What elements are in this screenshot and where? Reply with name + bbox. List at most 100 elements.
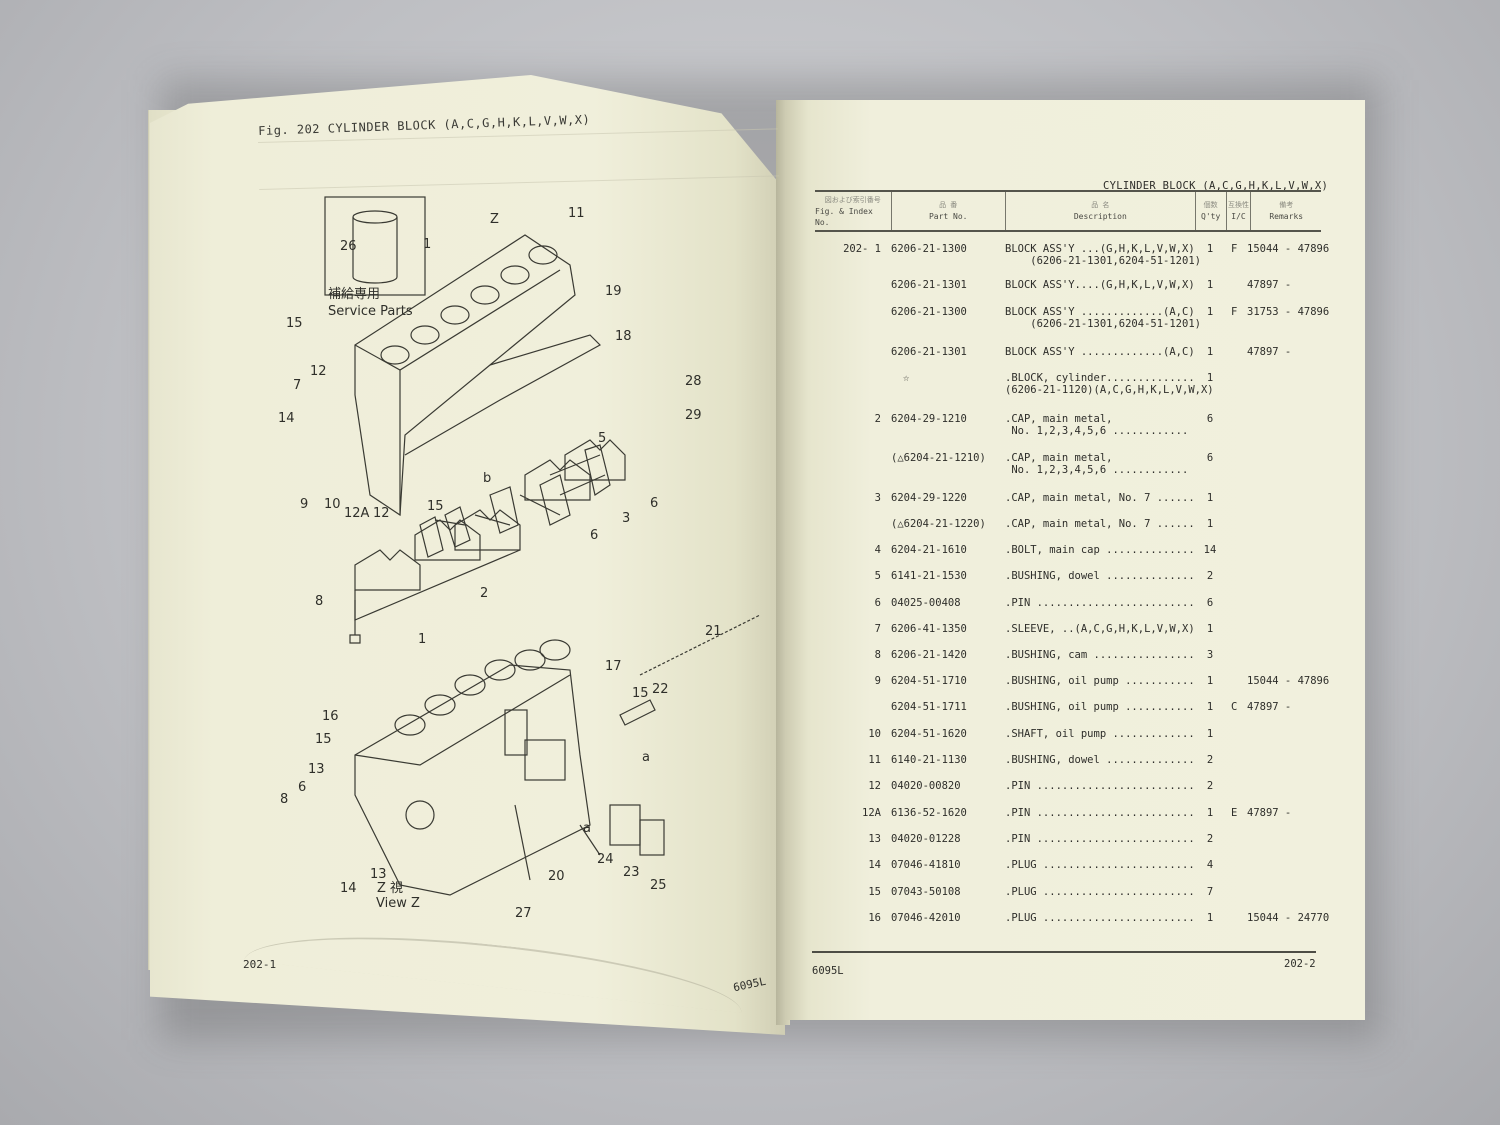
service-parts-label: Service Parts [328, 304, 413, 319]
svg-text:14: 14 [278, 411, 295, 426]
description: .PIN ......................... [1005, 807, 1195, 819]
remarks: 47897 - [1247, 279, 1292, 291]
quantity: 1 [1206, 492, 1214, 504]
view-label-jp: Z 視 [377, 881, 403, 896]
interchangeability: F [1231, 243, 1238, 255]
right-page [785, 100, 1365, 1020]
quantity: 14 [1203, 544, 1217, 556]
quantity: 1 [1206, 346, 1214, 358]
service-parts-label-jp: 補給専用 [328, 287, 380, 302]
quantity: 1 [1206, 623, 1214, 635]
svg-text:13: 13 [370, 867, 387, 882]
description: BLOCK ASS'Y .............(A,C) [1005, 346, 1195, 358]
part-number: 6206-21-1301 [891, 346, 967, 358]
part-number: 6206-21-1301 [891, 279, 967, 291]
description: .SLEEVE, ..(A,C,G,H,K,L,V,W,X) [1005, 623, 1195, 635]
svg-text:29: 29 [685, 408, 702, 423]
left-page [150, 75, 785, 1035]
description: .BOLT, main cap .............. [1005, 544, 1195, 556]
index-number: 8 [874, 649, 881, 661]
svg-text:24: 24 [597, 852, 614, 867]
part-number: ☆ [903, 372, 910, 384]
section-title: CYLINDER BLOCK (A,C,G,H,K,L,V,W,X) [1103, 180, 1329, 192]
svg-text:17: 17 [605, 659, 622, 674]
part-number: 6141-21-1530 [891, 570, 967, 582]
quantity: 1 [1206, 518, 1214, 530]
svg-text:Z: Z [490, 212, 499, 227]
table-row: ☆ .BLOCK, cylinder.............. (6206-21… [815, 372, 1345, 402]
interchangeability: F [1231, 306, 1238, 318]
description: .BUSHING, dowel .............. [1005, 570, 1195, 582]
svg-text:b: b [483, 471, 491, 486]
svg-text:25: 25 [650, 878, 667, 893]
svg-text:19: 19 [605, 284, 622, 299]
table-row: (△6204-21-1220).CAP, main metal, No. 7 .… [815, 518, 1345, 548]
part-number: 6140-21-1130 [891, 754, 967, 766]
header-description: 品 名 Description [1006, 192, 1196, 230]
svg-text:27: 27 [515, 906, 532, 921]
svg-text:12: 12 [373, 506, 390, 521]
quantity: 4 [1206, 859, 1214, 871]
svg-text:6: 6 [298, 780, 306, 795]
part-number: (△6204-21-1210) [891, 452, 986, 464]
view-label: View Z [376, 896, 420, 911]
svg-text:a: a [642, 750, 650, 765]
header-index: 図および索引番号 Fig. & Index No. [815, 192, 892, 230]
index-number: 4 [874, 544, 881, 556]
index-number: 5 [874, 570, 881, 582]
index-number: 10 [868, 728, 881, 740]
description: .PIN ......................... [1005, 780, 1195, 792]
svg-text:a: a [583, 821, 591, 836]
remarks: 47897 - [1247, 701, 1292, 713]
interchangeability: E [1231, 807, 1238, 819]
header-part-no: 品 番 Part No. [892, 192, 1006, 230]
quantity: 1 [1206, 243, 1214, 255]
svg-text:6: 6 [650, 496, 658, 511]
quantity: 1 [1206, 807, 1214, 819]
index-number: 9 [874, 675, 881, 687]
index-number: 15 [868, 886, 881, 898]
svg-text:12: 12 [310, 364, 327, 379]
svg-text:22: 22 [652, 682, 669, 697]
index-number: 12 [868, 780, 881, 792]
svg-text:15: 15 [427, 499, 444, 514]
index-number: 3 [874, 492, 881, 504]
index-number: 13 [868, 833, 881, 845]
index-number: 6 [874, 597, 881, 609]
part-number: 6204-51-1710 [891, 675, 967, 687]
part-number: 6206-21-1300 [891, 306, 967, 318]
description: .CAP, main metal, No. 7 ...... [1005, 518, 1195, 530]
quantity: 6 [1206, 452, 1214, 464]
quantity: 2 [1206, 833, 1214, 845]
part-number: 07046-41810 [891, 859, 961, 871]
part-number: 07043-50108 [891, 886, 961, 898]
description: .BLOCK, cylinder.............. (6206-21-… [1005, 372, 1214, 396]
cylinder-block-top-view [354, 234, 611, 558]
quantity: 1 [1206, 279, 1214, 291]
index-number: 12A [862, 807, 881, 819]
quantity: 6 [1206, 597, 1214, 609]
svg-text:15: 15 [632, 686, 649, 701]
quantity: 2 [1206, 754, 1214, 766]
description: .CAP, main metal, No. 1,2,3,4,5,6 ......… [1005, 413, 1189, 437]
header-remarks: 備考 Remarks [1269, 201, 1304, 221]
quantity: 6 [1206, 413, 1214, 425]
svg-text:6: 6 [590, 528, 598, 543]
remarks: 31753 - 47896 [1247, 306, 1330, 318]
svg-text:15: 15 [286, 316, 303, 331]
right-page-number: 202-2 [1284, 958, 1316, 970]
remarks: 15044 - 24770 [1247, 912, 1330, 924]
svg-text:16: 16 [322, 709, 339, 724]
svg-text:10: 10 [324, 497, 341, 512]
exploded-diagram-cylinder-block: 補給専用 Service Parts 26 1 Z 11 19 [260, 195, 761, 925]
svg-text:3: 3 [622, 511, 630, 526]
